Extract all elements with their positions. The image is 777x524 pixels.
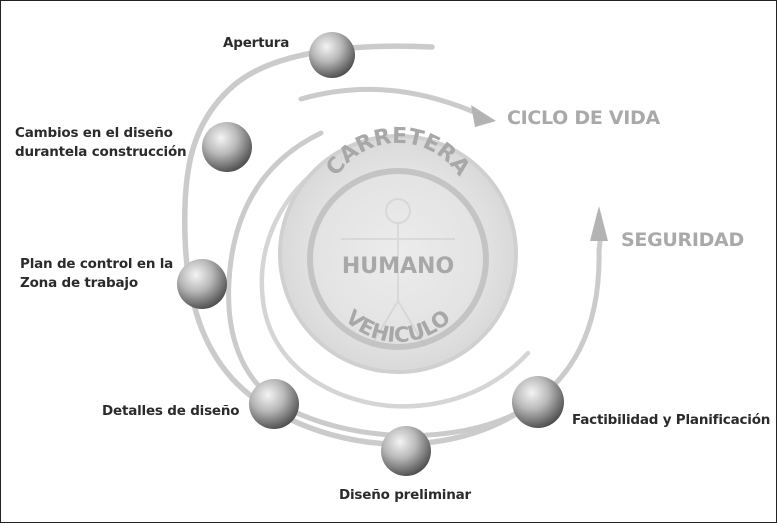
label-seguridad: SEGURIDAD [621,229,744,251]
vitruvian-figure-watermark [341,198,455,347]
inner-spiral [259,158,531,409]
label-factibilidad: Factibilidad y Planificación [572,412,771,428]
safety-arrowhead [590,206,608,241]
label-ciclo-de-vida: CICLO DE VIDA [507,107,660,129]
node-apertura [309,32,355,78]
node-preliminar [381,426,431,476]
label-apertura: Apertura [223,35,290,51]
node-factibilidad [512,376,564,428]
label-detalles: Detalles de diseño [102,403,240,419]
node-plan-control [177,259,227,309]
label-plan-control: Plan de control en la Zona de trabajo [20,256,174,291]
safety-ring [226,130,602,439]
center-inner-ring [307,168,489,350]
center-word-humano: HUMANO [342,254,454,279]
life-cycle-arrowhead [471,105,496,127]
label-cambios: Cambios en el diseño durantela construcc… [15,125,187,160]
life-cycle-arrow-tail [298,86,484,118]
node-detalles [249,379,299,429]
label-preliminar: Diseño preliminar [339,487,472,503]
node-cambios [202,122,252,172]
